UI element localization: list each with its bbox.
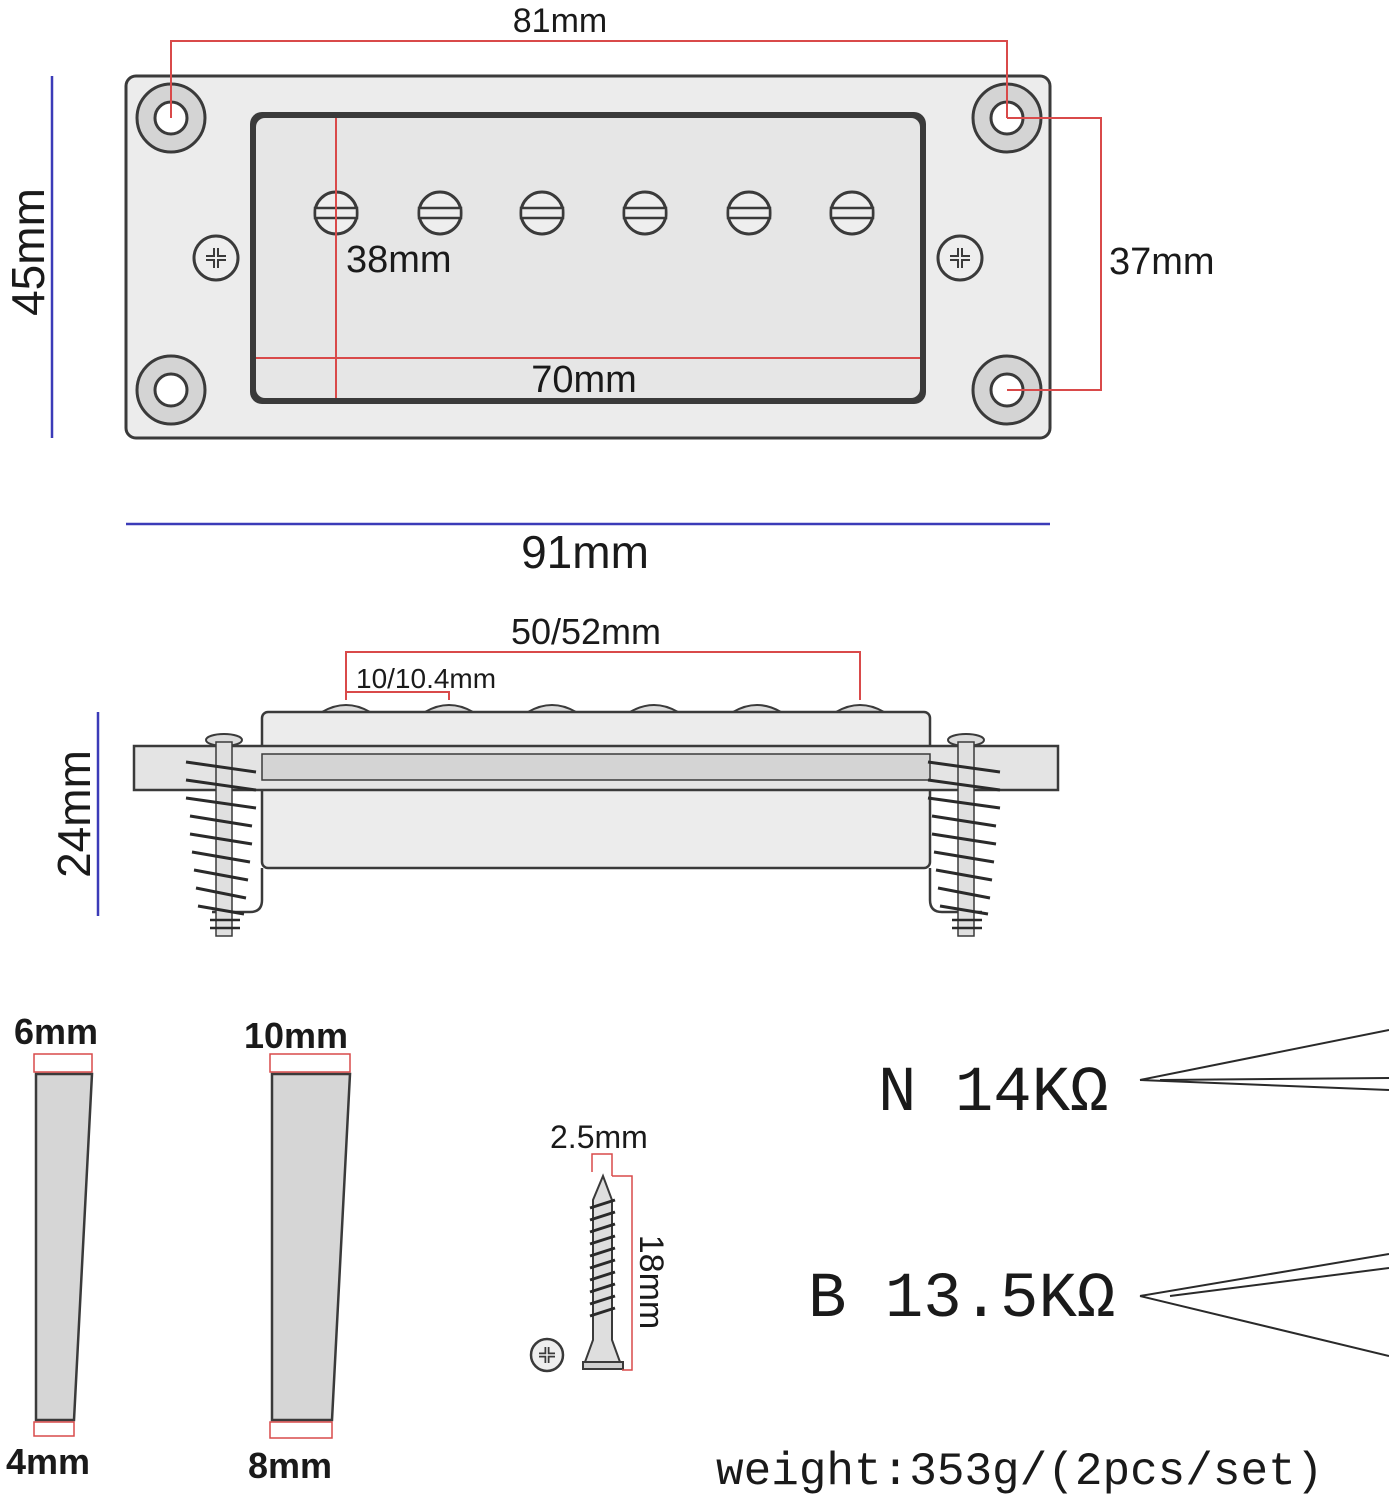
dim-line-37mm — [1007, 117, 1102, 391]
mounting-screw: 2.5mm 18mm — [529, 1119, 670, 1373]
spacer-small-top-marker — [33, 1053, 93, 1073]
phillips-screw-icon — [192, 234, 240, 282]
dim-line-81mm — [170, 40, 1008, 118]
label-6mm: 6mm — [14, 1011, 98, 1052]
label-37mm: 37mm — [1109, 241, 1215, 283]
phillips-screw-icon — [936, 234, 984, 282]
spring-icon — [185, 733, 257, 937]
dim-line-50-52mm — [345, 651, 861, 700]
label-10-10-4mm: 10/10.4mm — [356, 663, 496, 694]
dim-line-18mm — [612, 1175, 633, 1371]
base-bracket-left — [212, 868, 264, 914]
frame-flange-band — [261, 753, 931, 781]
label-4mm: 4mm — [6, 1441, 90, 1482]
spacer-small-bottom-marker — [33, 1421, 75, 1437]
pole-piece-icon — [519, 190, 565, 236]
label-18mm: 18mm — [632, 1235, 670, 1329]
dim-line-10-10-4mm — [346, 691, 450, 700]
bridge-lead-wires — [1139, 1253, 1389, 1357]
label-24mm: 24mm — [48, 750, 100, 878]
label-weight: weight:353g/(2pcs/set) — [716, 1446, 1323, 1498]
label-70mm: 70mm — [531, 359, 637, 401]
pole-piece-icon — [417, 190, 463, 236]
top-view: 81mm 45mm 38mm 70mm 37mm 91mm — [2, 2, 1215, 578]
specs: N 14KΩ B 13.5KΩ weight:353g/(2pcs/set) — [716, 1029, 1389, 1498]
label-2-5mm: 2.5mm — [550, 1119, 648, 1155]
spacer-large-top-marker — [269, 1053, 351, 1073]
spacer-large-bottom-marker — [269, 1421, 333, 1439]
dim-line-2-5mm — [591, 1153, 613, 1176]
pole-piece-icon — [622, 190, 668, 236]
base-bracket-right — [928, 868, 982, 914]
phillips-screw-icon — [529, 1337, 565, 1373]
pole-tops — [318, 704, 888, 713]
neck-lead-wires — [1139, 1029, 1389, 1091]
label-38mm: 38mm — [346, 239, 452, 281]
spring-icon — [927, 733, 1001, 937]
label-8mm: 8mm — [248, 1445, 332, 1486]
label-50-52mm: 50/52mm — [511, 611, 661, 652]
side-view: 50/52mm 10/10.4mm 24mm — [48, 611, 1060, 937]
pole-piece-icon — [726, 190, 772, 236]
label-bridge-resistance: B 13.5KΩ — [808, 1264, 1115, 1336]
spacer-large — [270, 1072, 352, 1422]
pole-piece-icon — [829, 190, 875, 236]
label-45mm: 45mm — [2, 188, 54, 316]
label-neck-resistance: N 14KΩ — [878, 1058, 1108, 1130]
mounting-hole-icon — [135, 354, 207, 426]
screw-head — [582, 1361, 624, 1370]
window-inner — [256, 118, 920, 398]
label-81mm: 81mm — [513, 2, 607, 40]
label-10mm: 10mm — [244, 1015, 348, 1056]
screw-threads — [589, 1198, 616, 1318]
spacer-small — [34, 1072, 94, 1422]
spacers: 6mm 4mm 10mm 8mm — [6, 1011, 352, 1486]
label-91mm: 91mm — [521, 526, 649, 578]
